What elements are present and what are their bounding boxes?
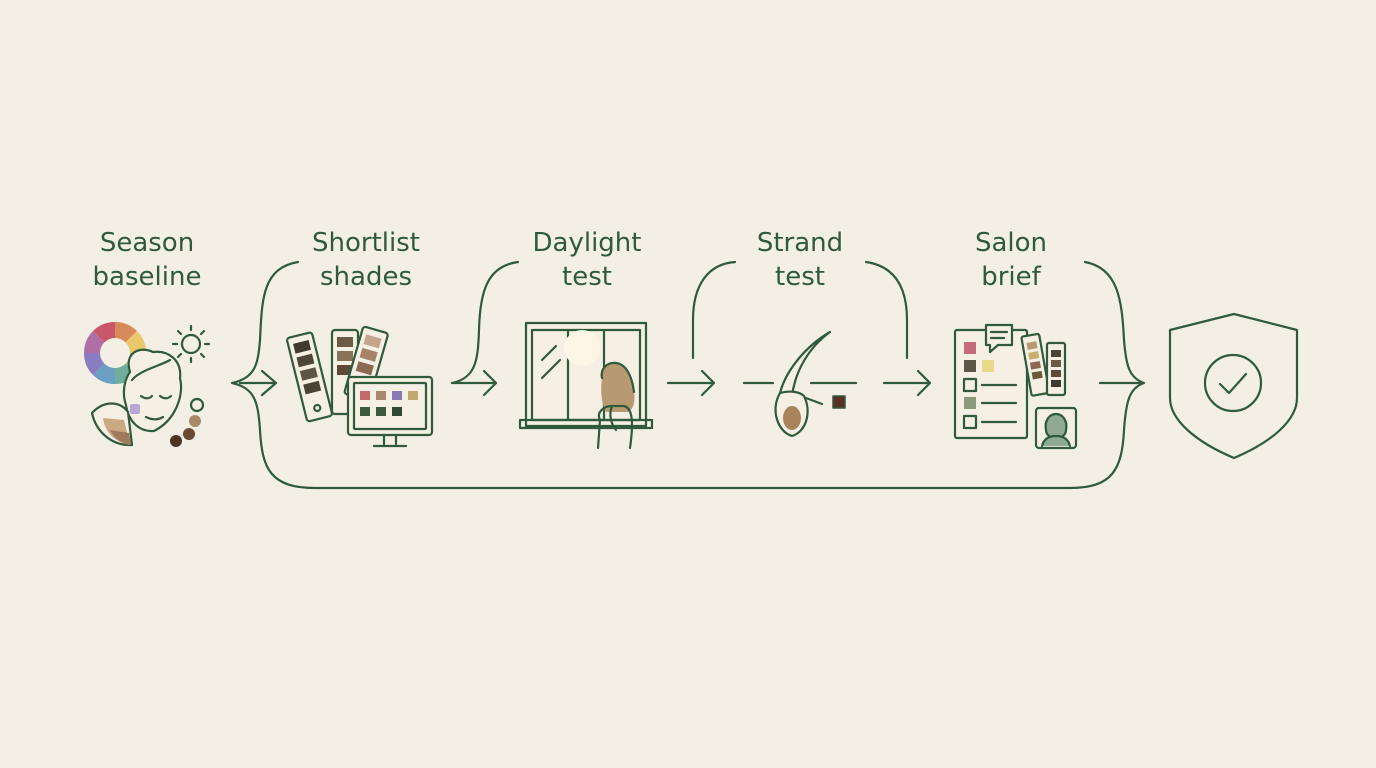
step-label-line1: Season <box>99 228 195 258</box>
arrow-connector-1 <box>238 369 278 397</box>
shield-check-icon <box>1168 312 1299 460</box>
step-label-line1: Shortlist <box>312 228 420 258</box>
step-label-daylight-test: Daylight test <box>497 226 677 294</box>
arrow-connector-4 <box>882 369 932 397</box>
hair-strand-icon <box>742 330 858 438</box>
step-label-line2: test <box>562 262 612 292</box>
step-label-line2: brief <box>981 262 1041 292</box>
arrow-connector-3 <box>666 369 716 397</box>
step-label-line1: Daylight <box>532 228 642 258</box>
step-label-strand-test: Strand test <box>710 226 890 294</box>
strand-bracket <box>691 260 909 360</box>
step-label-season-baseline: Season baseline <box>57 226 237 294</box>
arrow-connector-2 <box>450 260 520 397</box>
step-label-line2: test <box>775 262 825 292</box>
step-label-shortlist-shades: Shortlist shades <box>276 226 456 294</box>
loop-bracket <box>230 260 1146 490</box>
swatch-fan-monitor-icon <box>286 325 434 448</box>
step-label-line1: Salon <box>974 228 1048 258</box>
season-color-wheel-face-icon <box>83 321 211 447</box>
step-label-line1: Strand <box>756 228 844 258</box>
checklist-brief-icon <box>953 323 1078 450</box>
step-label-line2: baseline <box>92 262 202 292</box>
step-label-line2: shades <box>319 262 412 292</box>
step-label-salon-brief: Salon brief <box>921 226 1101 294</box>
window-woman-icon <box>518 321 654 450</box>
